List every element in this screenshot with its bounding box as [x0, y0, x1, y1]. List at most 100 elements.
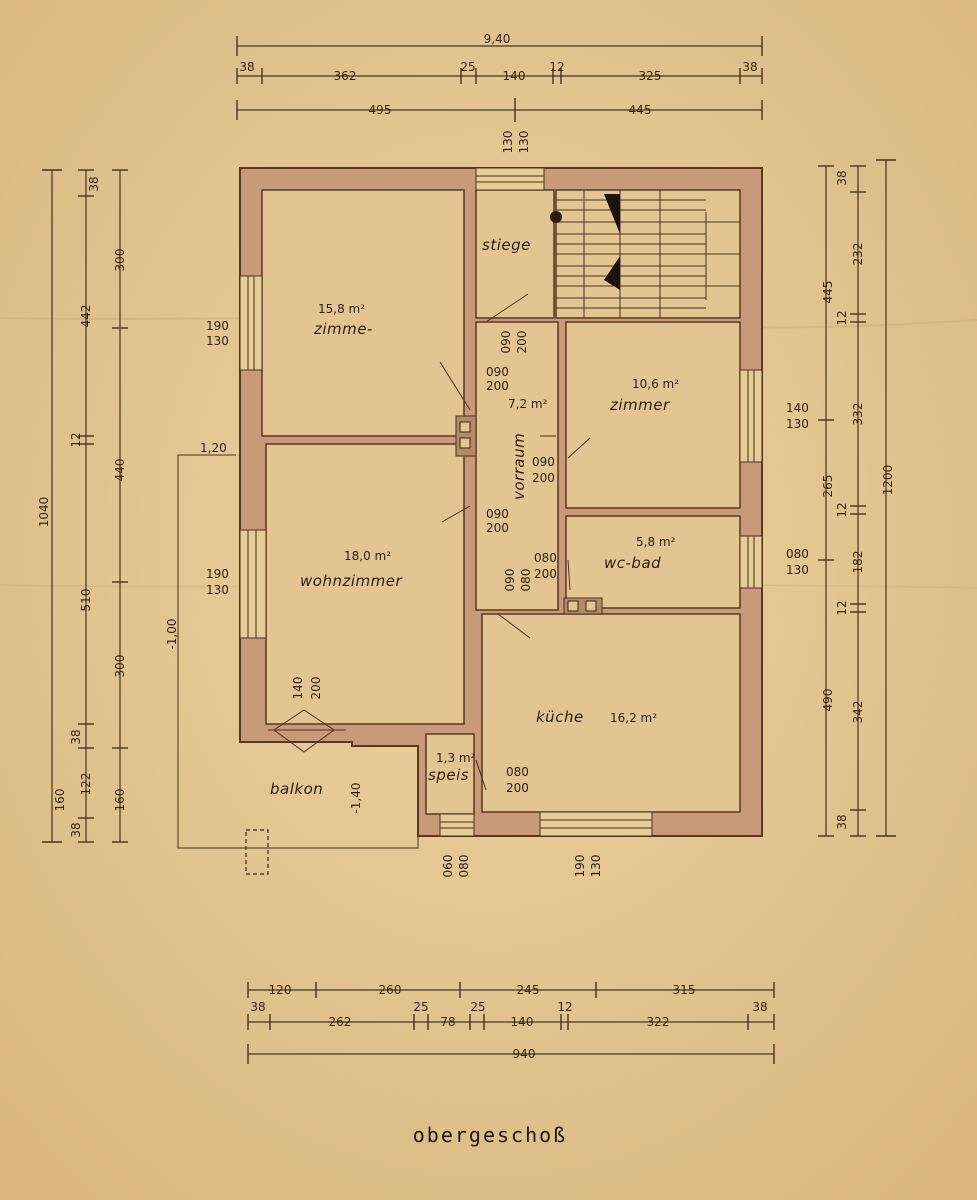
bottom-dimensions: 120 260 245 315 38 262 25 78 25 140 12 3…	[247, 982, 775, 1064]
opening-d-kueche-a: 090	[503, 569, 517, 592]
stair-arrow-icon	[604, 256, 620, 290]
area-zimmer-e: 10,6 m²	[632, 377, 679, 391]
label-wohnzimmer: wohnzimmer	[300, 572, 402, 590]
plan-title: obergeschoß	[413, 1123, 567, 1147]
room-labels: 15,8 m² zimme- stiege 7,2 m² vorraum 10,…	[270, 236, 679, 798]
room-kueche	[481, 613, 741, 813]
window-zimmer-e	[739, 369, 763, 463]
label-zimmer-nw: zimme-	[313, 320, 373, 338]
area-kueche: 16,2 m²	[610, 711, 657, 725]
dim-left-inner-2: 440	[113, 459, 127, 482]
flue-icon	[585, 600, 597, 612]
opening-d-wcbad-a: 080	[534, 551, 557, 565]
opening-d-vorraum-a: 090	[499, 331, 513, 354]
area-vorraum: 7,2 m²	[508, 397, 548, 411]
dim-left-inner-3: 300	[113, 655, 127, 678]
dim-bottom2-9: 38	[752, 1000, 767, 1014]
dim-left-outer-bottom: 160	[53, 789, 67, 812]
opening-d-speis-b: 200	[506, 781, 529, 795]
opening-d-zimmer-b: 200	[486, 379, 509, 393]
opening-d-zimmer-e-b: 200	[532, 471, 555, 485]
opening-w-zimmer-e-b: 130	[786, 417, 809, 431]
dim-top-2: 362	[334, 69, 357, 83]
opening-w-wohn-b: 130	[206, 583, 229, 597]
opening-d-zimmer-a: 090	[486, 365, 509, 379]
dim-top-4: 140	[503, 69, 526, 83]
opening-d-speis-a: 080	[506, 765, 529, 779]
dim-right-mid-2: 265	[821, 475, 835, 498]
opening-w-wohn-a: 190	[206, 567, 229, 581]
dim-top-total: 9,40	[484, 32, 511, 46]
right-dimensions: 1200 445 265 490 38 232 12 332 12 182 12…	[818, 159, 896, 837]
newel-post-icon	[550, 211, 562, 223]
dim-top-7: 38	[742, 60, 757, 74]
stair-arrow-icon	[604, 194, 620, 234]
opening-d-wohn-b: 200	[486, 521, 509, 535]
dim-right-inner-4: 332	[851, 403, 865, 426]
opening-w-wcbad-b: 130	[786, 563, 809, 577]
building	[177, 167, 763, 875]
dim-left-outer: 1040	[37, 497, 51, 528]
opening-d-zimmer-e-a: 090	[532, 455, 555, 469]
opening-w-zimmer-e-a: 140	[786, 401, 809, 415]
room-wohnzimmer	[265, 443, 465, 725]
dim-left-inner-1: 300	[113, 249, 127, 272]
balkon-outline	[177, 454, 419, 875]
label-balkon: balkon	[270, 780, 323, 798]
balkon-level-b: -1,40	[349, 782, 363, 813]
dim-right-inner-5: 12	[835, 502, 849, 517]
room-vorraum	[475, 321, 559, 611]
dim-left-inner-4: 160	[113, 789, 127, 812]
opening-d-wohn-a: 090	[486, 507, 509, 521]
dim-right-mid-3: 490	[821, 689, 835, 712]
dim-right-inner-8: 342	[851, 701, 865, 724]
opening-w-wcbad-a: 080	[786, 547, 809, 561]
label-vorraum: vorraum	[510, 433, 528, 500]
window-zimmer-nw	[239, 275, 263, 371]
dim-top-5: 12	[549, 60, 564, 74]
dim-right-inner-6: 182	[851, 551, 865, 574]
dim-top-right-half: 445	[629, 103, 652, 117]
opening-top-stair-b: 130	[517, 131, 531, 154]
dim-bottom2-4: 78	[440, 1015, 455, 1029]
label-speis: speis	[428, 766, 469, 784]
stair-treads	[556, 190, 740, 318]
dim-left-mid-1: 38	[87, 176, 101, 191]
area-zimmer-nw: 15,8 m²	[318, 302, 365, 316]
dim-right-inner-9: 38	[835, 814, 849, 829]
dim-bottom-3: 245	[517, 983, 540, 997]
room-zimmer-e	[565, 321, 741, 509]
dim-right-outer: 1200	[881, 465, 895, 496]
dim-left-mid-3: 12	[69, 432, 83, 447]
opening-d-vorraum-b: 200	[515, 331, 529, 354]
dim-bottom2-7: 12	[557, 1000, 572, 1014]
area-wcbad: 5,8 m²	[636, 535, 676, 549]
label-kueche: küche	[536, 708, 584, 726]
dim-right-inner-1: 38	[835, 170, 849, 185]
opening-w-kueche-a: 190	[573, 855, 587, 878]
window-wcbad	[739, 535, 763, 589]
opening-d-balkon-a: 140	[291, 677, 305, 700]
drain-outline	[245, 829, 269, 875]
flue-icon	[459, 421, 471, 433]
room-wcbad	[565, 515, 741, 609]
balkon-width: 1,20	[200, 441, 227, 455]
opening-w-zimmer-b: 130	[206, 334, 229, 348]
opening-w-zimmer-a: 190	[206, 319, 229, 333]
window-wohnzimmer	[239, 529, 267, 639]
left-dimensions: 1040 160 38 442 12 510 38 122 38 300 440…	[37, 169, 128, 843]
dim-top-left-half: 495	[369, 103, 392, 117]
opening-w-bottom-left-b: 080	[457, 855, 471, 878]
room-speis	[425, 733, 475, 815]
room-zimmer-nw	[261, 189, 465, 437]
dim-bottom-1: 120	[269, 983, 292, 997]
dim-bottom2-6: 140	[511, 1015, 534, 1029]
dim-right-inner-7: 12	[835, 600, 849, 615]
label-stiege: stiege	[482, 236, 531, 254]
dim-left-mid-5: 38	[69, 729, 83, 744]
flue-icon	[459, 437, 471, 449]
dim-bottom2-3: 25	[413, 1000, 428, 1014]
opening-w-kueche-b: 130	[589, 855, 603, 878]
balkon-level-a: -1,00	[165, 618, 179, 649]
dim-right-inner-2: 232	[851, 243, 865, 266]
